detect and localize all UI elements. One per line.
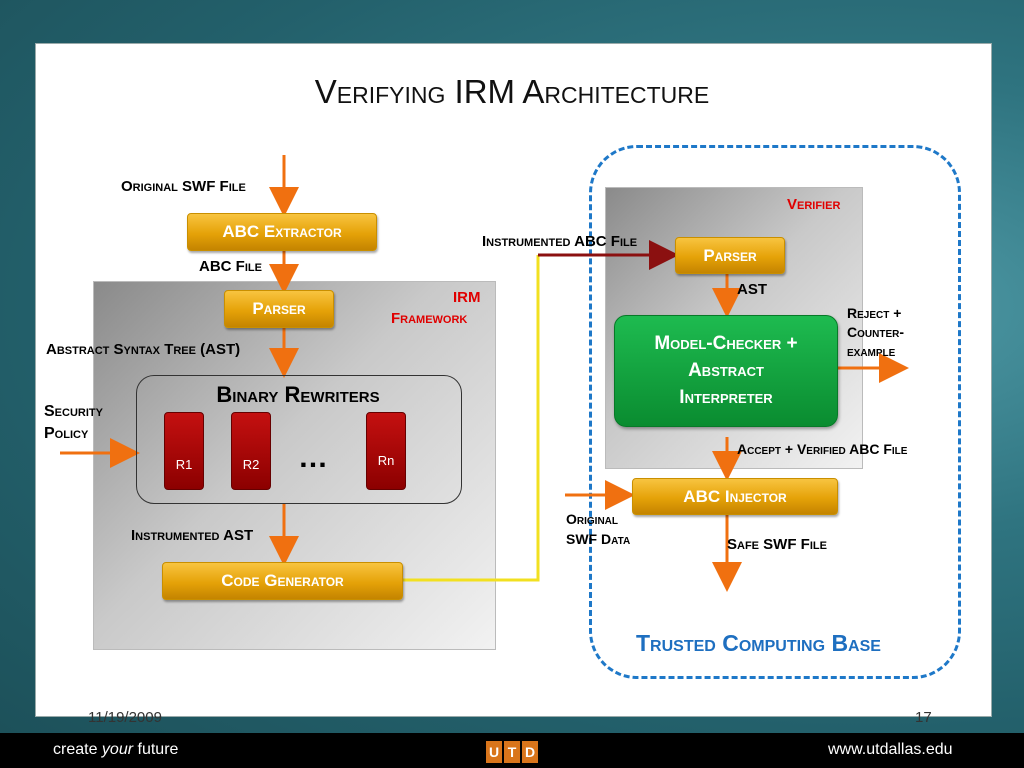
safe-swf-file-label: Safe SWF File — [727, 536, 827, 553]
original-swf-data-line2: SWF Data — [566, 531, 631, 547]
rewriter-r2-label: R2 — [242, 457, 260, 472]
reject-line3: example — [847, 343, 896, 359]
code-generator-box: Code Generator — [162, 562, 403, 600]
original-swf-file-label: Original SWF File — [121, 178, 246, 195]
instrumented-abc-file-label: Instrumented ABC File — [482, 233, 638, 250]
irm-heading-line1: IRM — [453, 289, 481, 306]
footer-tagline: create your future — [53, 741, 178, 759]
footer-create: create — [53, 741, 98, 758]
slide-title: Verifying IRM Architecture — [314, 73, 710, 110]
rewriter-r2: R2 — [231, 412, 271, 490]
rewriter-rn-label: Rn — [377, 453, 395, 468]
rewriters-ellipsis: … — [298, 441, 328, 474]
slide-number: 17 — [915, 709, 932, 726]
utd-logo-t: T — [504, 741, 520, 763]
reject-line1: Reject + — [847, 305, 902, 321]
security-policy-line2: Policy — [44, 425, 89, 442]
footer-future: future — [137, 741, 179, 758]
ast-label: Abstract Syntax Tree (AST) — [46, 341, 241, 358]
original-swf-data-line1: Original — [566, 511, 618, 527]
model-checker-line3: Interpreter — [679, 387, 773, 408]
accept-label: Accept + Verified ABC File — [737, 441, 908, 457]
utd-logo: U T D — [486, 741, 538, 763]
abc-extractor-box: ABC Extractor — [187, 213, 377, 251]
irm-parser-box: Parser — [224, 290, 334, 328]
security-policy-line1: Security — [44, 403, 103, 420]
verifier-heading: Verifier — [787, 196, 841, 213]
ast-verifier-label: AST — [737, 281, 767, 298]
trusted-computing-base-boundary — [589, 145, 961, 679]
utd-logo-u: U — [486, 741, 502, 763]
model-checker-box: Model-Checker + Abstract Interpreter — [614, 315, 838, 427]
irm-heading-line2: Framework — [391, 310, 468, 327]
rewriter-r1: R1 — [164, 412, 204, 490]
slide-date: 11/19/2009 — [88, 709, 162, 726]
binary-rewriters-title: Binary Rewriters — [216, 382, 380, 407]
instrumented-ast-label: Instrumented AST — [131, 527, 254, 544]
utd-logo-d: D — [522, 741, 538, 763]
verifier-parser-box: Parser — [675, 237, 785, 274]
abc-injector-box: ABC Injector — [632, 478, 838, 515]
model-checker-line2: Abstract — [688, 360, 764, 381]
model-checker-line1: Model-Checker + — [654, 333, 798, 354]
rewriter-rn: Rn — [366, 412, 406, 490]
binary-rewriters-box — [136, 375, 462, 504]
tcb-label: Trusted Computing Base — [636, 630, 881, 656]
rewriter-r1-label: R1 — [175, 457, 193, 472]
footer-url[interactable]: www.utdallas.edu — [828, 741, 953, 758]
footer-your: your — [101, 741, 134, 758]
reject-line2: Counter- — [847, 324, 904, 340]
abc-file-label: ABC File — [199, 258, 262, 275]
